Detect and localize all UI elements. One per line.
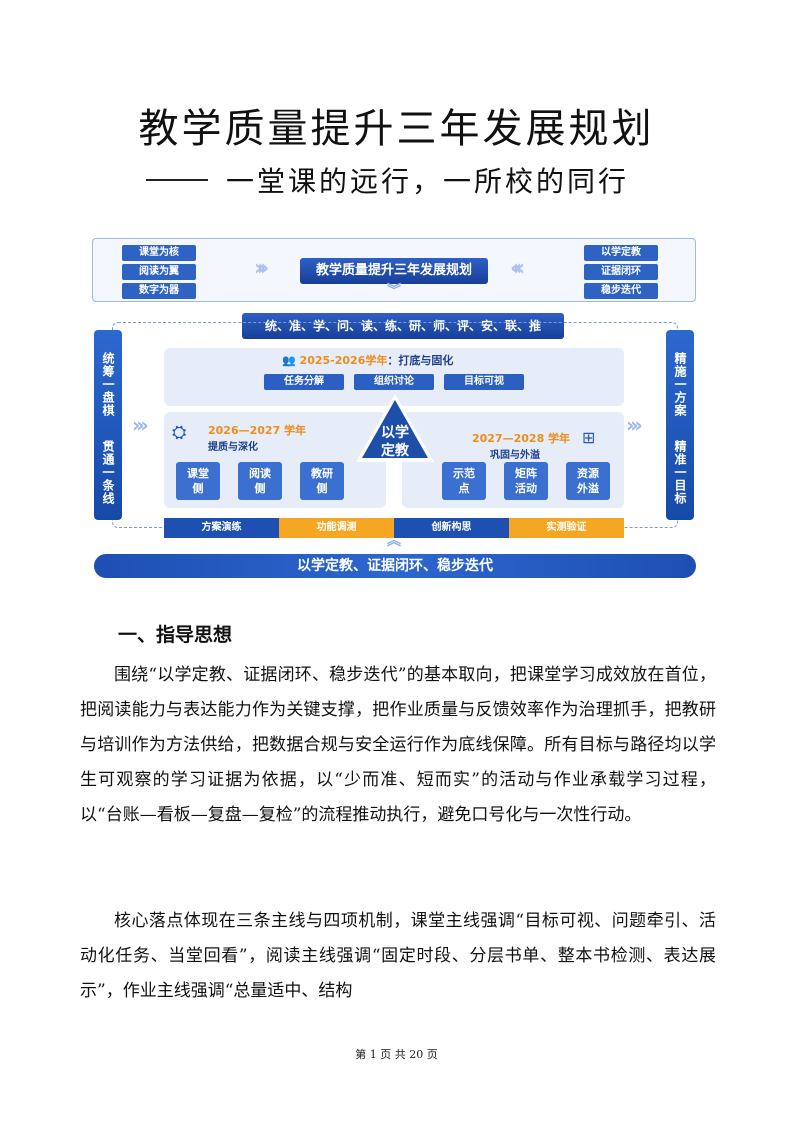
document-title: 教学质量提升三年发展规划 — [138, 106, 655, 152]
center-label: 以学定教 — [376, 424, 414, 460]
right-side-bar: 精施一方案 精准一目标 — [666, 330, 694, 520]
center-title-banner: 教学质量提升三年发展规划 — [300, 258, 488, 284]
left-tag-2: 阅读为翼 — [122, 264, 196, 280]
phase3-box-1-label: 示范点 — [453, 467, 475, 495]
phase1-theme: ：打底与固化 — [387, 354, 454, 367]
chevron-down-icon: ︾ — [387, 283, 401, 299]
subtitle-text: 一堂课的远行，一所校的同行 — [226, 165, 630, 198]
paragraph-2: 核心落点体现在三条主线与四项机制，课堂主线强调“目标可视、问题牵引、活动化任务、… — [80, 911, 716, 1001]
paragraph-1: 围绕“以学定教、证据闭环、稳步迭代”的基本取向，把课堂学习成效放在首位，把阅读能… — [80, 665, 716, 825]
phase1-year: 2025-2026学年 — [299, 354, 388, 367]
left-side-bar: 统筹一盘棋 贯通一条线 — [94, 330, 122, 520]
center-triangle — [356, 394, 434, 462]
right-tag-2: 证据闭环 — [584, 264, 658, 280]
phase2-year: 2026—2027 学年 — [208, 424, 307, 437]
chevron-right-icon: ››› — [254, 256, 269, 281]
process-bar: 方案演练 功能调测 创新构思 实测验证 — [164, 518, 624, 538]
phase3-box-2: 矩阵活动 — [504, 462, 548, 500]
document-subtitle: 一堂课的远行，一所校的同行 — [146, 160, 666, 200]
section-heading: 一、指导思想 — [118, 624, 233, 646]
subtitle-dash — [146, 178, 208, 181]
phase2-box-1-label: 课堂侧 — [187, 467, 209, 495]
page-footer: 第 1 页 共 20 页 — [355, 1048, 438, 1061]
bottom-bar: 以学定教、证据闭环、稳步迭代 — [94, 554, 696, 578]
phase2-box-3-label: 教研侧 — [311, 467, 333, 495]
phase2-theme: 提质与深化 — [208, 442, 258, 453]
left-tag-1: 课堂为核 — [122, 245, 196, 261]
network-icon: ⊞ — [582, 428, 596, 447]
left-side-text-1: 统筹一盘棋 — [101, 351, 115, 417]
phase3-box-2-label: 矩阵活动 — [515, 467, 537, 495]
people-icon: 👥 — [282, 354, 296, 367]
process-step-2: 功能调测 — [279, 518, 394, 538]
right-side-text-1: 精施一方案 — [673, 351, 687, 417]
process-chevron-icon: ︽ — [387, 533, 401, 549]
right-tag-3: 稳步迭代 — [584, 283, 658, 299]
center-label-text: 以学定教 — [381, 425, 409, 459]
phase2-box-2-label: 阅读侧 — [249, 467, 271, 495]
phase3-box-3-label: 资源外溢 — [577, 467, 599, 495]
phase1-tag-1: 任务分解 — [264, 374, 344, 390]
phase1-tag-3: 目标可视 — [444, 374, 524, 390]
right-arrow-icon: ››› — [626, 413, 643, 437]
right-side-text-2: 精准一目标 — [673, 439, 687, 505]
phase2-box-2: 阅读侧 — [238, 462, 282, 500]
phase3-box-1: 示范点 — [442, 462, 486, 500]
phase1-heading: 👥 2025-2026学年：打底与固化 — [282, 352, 453, 368]
phase1-tag-2: 组织讨论 — [354, 374, 434, 390]
right-tag-1: 以学定教 — [584, 245, 658, 261]
left-tag-3: 数字为器 — [122, 283, 196, 299]
left-side-text-2: 贯通一条线 — [101, 439, 115, 505]
plan-diagram: 课堂为核 阅读为翼 数字为器 ››› 教学质量提升三年发展规划 ‹‹‹ 以学定教… — [92, 238, 696, 580]
chevron-left-icon: ‹‹‹ — [510, 256, 525, 281]
phase3-box-3: 资源外溢 — [566, 462, 610, 500]
process-step-3: 创新构思 — [394, 518, 509, 538]
phase3-year: 2027—2028 学年 — [472, 432, 571, 445]
process-step-4: 实测验证 — [509, 518, 624, 538]
phase3-theme: 巩固与外溢 — [490, 450, 540, 461]
left-arrow-icon: ››› — [132, 413, 149, 437]
phase2-box-1: 课堂侧 — [176, 462, 220, 500]
phase2-box-3: 教研侧 — [300, 462, 344, 500]
teaching-icon: ⛭ — [172, 422, 187, 443]
process-step-1: 方案演练 — [164, 518, 279, 538]
